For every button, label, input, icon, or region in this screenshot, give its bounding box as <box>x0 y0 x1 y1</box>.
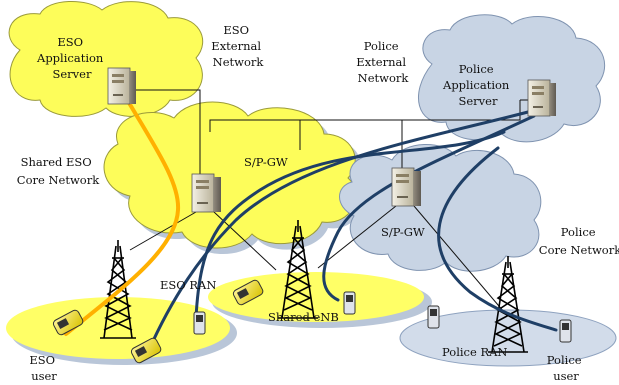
police-handset-icon <box>427 305 440 329</box>
police-path-2 <box>322 114 536 302</box>
police-path-1 <box>146 110 530 354</box>
eso-spgw-server-icon <box>191 173 221 213</box>
police-path-4 <box>194 130 506 320</box>
eso-ran-label: ESO RAN <box>160 278 216 292</box>
police-user-handset-icon <box>559 319 572 343</box>
eso-external-cloud <box>8 0 204 117</box>
shared-enb-tower <box>278 220 318 319</box>
eso-user-phone-icon <box>52 309 84 336</box>
eso-user-label: ESO user <box>29 353 58 383</box>
eso-external-network-label: ESO External Network <box>211 23 264 69</box>
link-backbone <box>209 100 521 132</box>
police-external-network-label: Police External Network <box>356 39 409 85</box>
eso-ran-tower <box>100 240 136 339</box>
eso-user-path <box>64 82 181 336</box>
police-core-cloud <box>339 144 542 272</box>
shared-user-phone-icon <box>232 279 264 306</box>
eso-application-server-icon <box>107 67 136 105</box>
eso-core-cloud <box>103 101 362 255</box>
eso-ran-area <box>6 297 230 359</box>
shared-enb-label: Shared eNB <box>268 310 339 324</box>
network-links <box>129 89 530 313</box>
eso-spgw-label: S/P-GW <box>244 155 288 169</box>
shared-enb-area <box>208 272 424 322</box>
link-eso-server-to-eso-gw <box>134 89 201 190</box>
link-police-gw-police-tower <box>413 205 505 313</box>
eso-app-server-label: ESO Application Server <box>36 35 107 81</box>
link-police-gw-shared-enb <box>317 205 397 269</box>
police-path-3 <box>437 146 558 332</box>
police-core-label: Police Core Network <box>539 225 619 257</box>
police-spgw-server-icon <box>391 167 421 207</box>
connection-paths <box>64 82 558 354</box>
police-user-label: Police user <box>547 353 585 383</box>
shared-eso-core-label: Shared ESO Core Network <box>17 155 100 187</box>
eso-handset-icon <box>193 311 206 335</box>
police-spgw-label: S/P-GW <box>381 225 425 239</box>
shared-handset-icon <box>343 291 356 315</box>
ran-ellipses <box>6 272 617 367</box>
police-application-server-icon <box>527 79 556 117</box>
police-app-server-label: Police Application Server <box>442 62 513 108</box>
police-ran-label: Police RAN <box>442 345 507 359</box>
eso-user-phone-2-icon <box>130 337 162 364</box>
link-eso-gw-eso-tower <box>129 211 197 251</box>
